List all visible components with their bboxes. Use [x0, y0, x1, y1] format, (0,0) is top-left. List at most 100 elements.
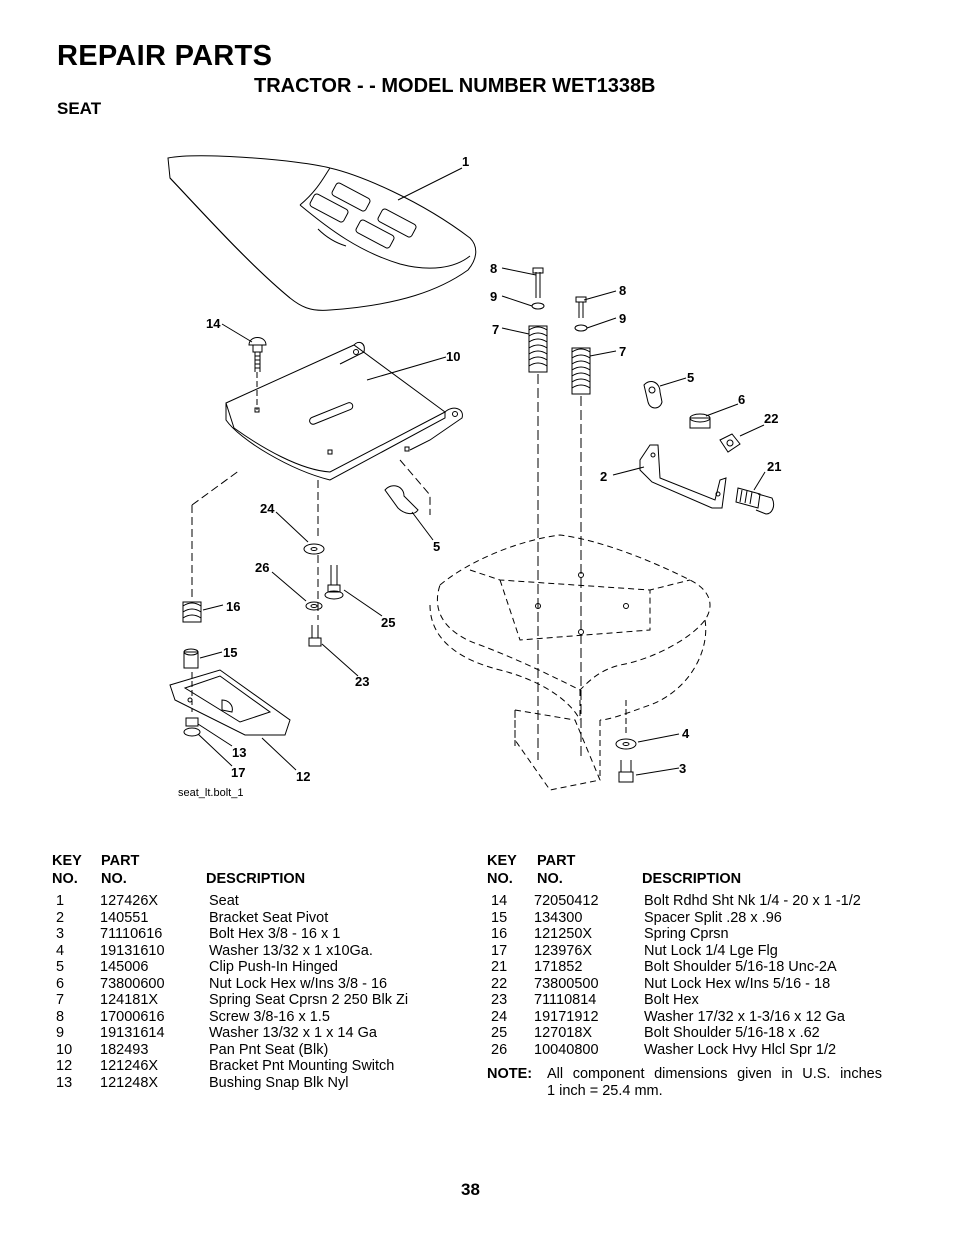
callout-17: 17: [231, 765, 245, 780]
description-cell: Bolt Shoulder 5/16-18 Unc-2A: [644, 959, 837, 975]
table-row: 26 10040800 Washer Lock Hvy Hlcl Spr 1/2: [487, 1042, 907, 1059]
mounting-switch-bracket-12: [169, 669, 291, 737]
diagram-caption: seat_lt.bolt_1: [178, 787, 243, 799]
key-cell: 25: [491, 1025, 508, 1041]
part-number-cell: 17000616: [100, 1008, 165, 1025]
clip-hinged-drawing-lower: [384, 485, 419, 515]
part-number-cell: 71110814: [534, 992, 597, 1008]
callout-9a: 9: [490, 289, 497, 304]
key-cell: 22: [491, 975, 508, 992]
key-cell: 17: [491, 942, 508, 959]
table-row: 17 123976X Nut Lock 1/4 Lge Flg: [487, 943, 907, 960]
bolt-14-drawing: [248, 337, 267, 410]
spring-16-spacer-15: [182, 601, 202, 669]
header-part-line2: NO.: [101, 871, 127, 887]
part-number-cell: 171852: [534, 959, 583, 975]
key-cell: 13: [56, 1074, 73, 1091]
note-line-2: 1 inch = 25.4 mm.: [547, 1083, 663, 1099]
callout-7a: 7: [492, 322, 499, 337]
key-cell: 9: [56, 1025, 65, 1041]
part-number-cell: 127018X: [534, 1025, 593, 1041]
tractor-fender-drawing: [429, 534, 711, 791]
part-number-cell: 19171912: [534, 1008, 599, 1025]
key-cell: 6: [56, 975, 65, 992]
section-heading: SEAT: [57, 99, 102, 118]
washer-4-bolt-3-drawing: [615, 700, 637, 783]
description-cell: Washer Lock Hvy Hlcl Spr 1/2: [644, 1041, 837, 1058]
callout-22: 22: [764, 411, 778, 426]
description-cell: Bushing Snap Blk Nyl: [209, 1074, 349, 1091]
callout-1: 1: [462, 154, 469, 169]
description-cell: Washer 13/32 x 1 x 14 Ga: [209, 1025, 377, 1041]
description-cell: Washer 17/32 x 1-3/16 x 12 Ga: [644, 1008, 845, 1025]
parts-table-left-header: KEY NO. PART NO. DESCRIPTION: [52, 853, 452, 893]
part-number-cell: 19131610: [100, 942, 165, 959]
key-cell: 15: [491, 909, 508, 926]
note-line-1: All component dimensions given in U.S. i…: [547, 1066, 882, 1082]
spring-assembly-right: [571, 296, 591, 760]
callout-10: 10: [446, 349, 460, 364]
description-cell: Pan Pnt Seat (Blk): [209, 1041, 329, 1058]
key-cell: 8: [56, 1008, 65, 1025]
callout-12: 12: [296, 769, 310, 784]
callout-4: 4: [682, 726, 690, 741]
parts-table-right-header: KEY NO. PART NO. DESCRIPTION: [487, 853, 907, 893]
callout-2: 2: [600, 469, 607, 484]
part-number-cell: 121250X: [534, 926, 593, 942]
description-cell: Bolt Hex 3/8 - 16 x 1: [209, 926, 341, 942]
description-cell: Seat: [209, 893, 239, 909]
header-key-line1: KEY: [52, 853, 82, 869]
exploded-parts-diagram: 1 14 10 8 9 7 8 9 7 5 6 22 2 21 24 5 26 …: [167, 154, 781, 799]
table-row: 13 121248X Bushing Snap Blk Nyl: [52, 1075, 452, 1092]
note-label: NOTE:: [487, 1066, 533, 1082]
header-description: DESCRIPTION: [206, 871, 306, 887]
table-row: 8 17000616 Screw 3/8-16 x 1.5: [52, 1009, 452, 1026]
callout-6: 6: [738, 392, 745, 407]
key-cell: 12: [56, 1058, 73, 1074]
callout-23: 23: [355, 674, 369, 689]
callout-25: 25: [381, 615, 395, 630]
header-key-line1: KEY: [487, 853, 517, 869]
key-cell: 3: [56, 926, 65, 942]
model-subtitle: TRACTOR - - MODEL NUMBER WET1338B: [254, 75, 656, 97]
callout-9b: 9: [619, 311, 626, 326]
part-number-cell: 182493: [100, 1041, 149, 1058]
key-cell: 4: [56, 942, 65, 959]
header-key-line2: NO.: [487, 871, 513, 887]
callout-5b: 5: [433, 539, 440, 554]
description-cell: Nut Lock 1/4 Lge Flg: [644, 942, 778, 959]
callout-7b: 7: [619, 344, 626, 359]
key-cell: 7: [56, 992, 65, 1008]
callout-24: 24: [260, 501, 275, 516]
header-part-line1: PART: [101, 853, 140, 869]
part-number-cell: 121248X: [100, 1074, 159, 1091]
header-description: DESCRIPTION: [642, 871, 742, 887]
key-cell: 2: [56, 909, 65, 926]
table-row: 3 71110616 Bolt Hex 3/8 - 16 x 1: [52, 926, 452, 943]
key-cell: 16: [491, 926, 508, 942]
leader-lines: [197, 167, 766, 776]
part-number-cell: 71110616: [100, 926, 163, 942]
part-number-cell: 72050412: [534, 893, 599, 909]
description-cell: Screw 3/8-16 x 1.5: [209, 1008, 330, 1025]
part-number-cell: 10040800: [534, 1041, 599, 1058]
key-cell: 26: [491, 1041, 508, 1058]
callout-14: 14: [206, 316, 221, 331]
part-number-cell: 123976X: [534, 942, 593, 959]
description-cell: Spacer Split .28 x .96: [644, 909, 782, 926]
